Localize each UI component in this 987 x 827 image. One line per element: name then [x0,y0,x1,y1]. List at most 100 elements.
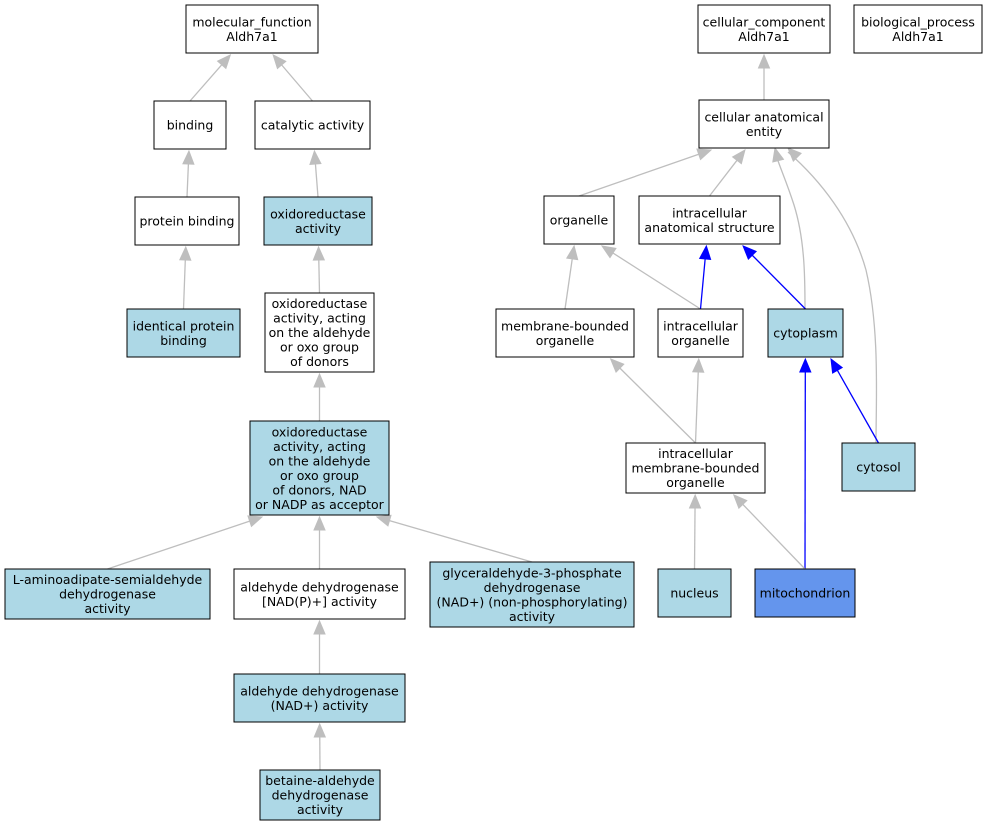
edge-gapdh-to-oxidoreductase-aldehyde-nad [375,514,533,563]
node-identical-protein-binding-box[interactable] [126,308,241,358]
node-oxidoreductase-aldehyde-nad-label-line: or oxo group [280,468,359,483]
node-nucleus-label-line: nucleus [670,586,718,601]
node-betaine-aldehyde-label-line: activity [297,802,344,817]
node-aldehyde-dh-nad-box[interactable] [233,673,406,723]
node-gapdh[interactable]: glyceraldehyde-3-phosphatedehydrogenase(… [429,561,635,628]
edge-cytoplasm-to-intracellular-anatomical-structure-line [751,254,806,310]
node-oxidoreductase-activity-box[interactable] [263,196,373,246]
edge-cytoplasm-to-intracellular-anatomical-structure-arrowhead [742,245,758,260]
node-aldehyde-dh-nadp-label-line: aldehyde dehydrogenase [240,579,399,594]
edge-intracellular-mb-organelle-to-intracellular-organelle [691,357,705,444]
node-protein-binding[interactable]: protein binding [134,196,240,246]
node-protein-binding-box[interactable] [134,196,240,246]
node-betaine-aldehyde-label-line: betaine-aldehyde [265,773,375,788]
node-intracellular-anatomical-structure-box[interactable] [638,195,781,245]
node-aldehyde-dh-nadp-box[interactable] [233,568,406,620]
node-cytoplasm[interactable]: cytoplasm [767,308,844,358]
node-oxidoreductase-aldehyde-nad-label-line: or NADP as acceptor [255,497,385,512]
edge-binding-to-molecular-function-line [189,64,223,102]
node-molecular-function-label-line: Aldh7a1 [226,29,277,44]
node-intracellular-mb-organelle-box[interactable] [625,442,766,494]
node-membrane-bounded-organelle-label-line: organelle [536,333,595,348]
edge-intracellular-mb-organelle-to-intracellular-organelle-line [694,371,699,444]
node-cytosol-box[interactable] [841,442,916,492]
node-nucleus-box[interactable] [657,568,732,618]
node-binding-box[interactable] [153,100,227,150]
edge-oxidoreductase-aldehyde-to-oxidoreductase-activity-arrowhead [312,245,326,261]
edge-aldehyde-dh-nad-to-aldehyde-dh-nadp [313,619,326,674]
node-oxidoreductase-aldehyde-box[interactable] [264,292,375,373]
edge-l-aminoadipate-to-oxidoreductase-aldehyde-nad [107,515,264,570]
edge-cellular-anatomical-entity-to-cellular-component [757,53,771,100]
node-intracellular-organelle-box[interactable] [657,308,744,358]
node-gapdh-label-line: activity [509,609,556,624]
node-mitochondrion[interactable]: mitochondrion [754,568,856,618]
node-gapdh-box[interactable] [429,561,635,628]
node-nucleus[interactable]: nucleus [657,568,732,618]
node-binding-label-line: binding [167,118,214,133]
node-betaine-aldehyde-label-line: dehydrogenase [272,788,369,803]
edge-protein-binding-to-binding-arrowhead [182,149,195,165]
node-intracellular-mb-organelle-label-line: organelle [666,475,725,490]
edge-mitochondrion-to-intracellular-mb-organelle-arrowhead [732,494,748,510]
node-cytosol[interactable]: cytosol [841,442,916,492]
node-oxidoreductase-aldehyde-label-line: oxidoreductase [272,296,368,311]
edge-oxidoreductase-aldehyde-to-oxidoreductase-activity [312,245,326,294]
node-betaine-aldehyde-box[interactable] [259,769,381,821]
edge-cytoplasm-to-cellular-anatomical-entity-line [774,151,806,310]
edge-cytosol-to-cellular-anatomical-entity-line [787,151,878,444]
node-molecular-function-box[interactable] [185,4,319,54]
node-l-aminoadipate-box[interactable] [4,568,211,620]
node-aldehyde-dh-nad-label-line: (NAD+) activity [271,698,369,713]
edge-identical-protein-binding-to-protein-binding [179,245,192,310]
node-intracellular-organelle-label-line: intracellular [663,318,739,333]
edge-organelle-to-cellular-anatomical-entity-line [578,153,699,197]
node-organelle-label-line: organelle [550,213,609,228]
edge-l-aminoadipate-to-oxidoreductase-aldehyde-nad-line [107,520,250,570]
node-oxidoreductase-aldehyde-nad-label-line: activity, acting [273,439,366,454]
edge-intracellular-organelle-to-intracellular-anatomical-structure [698,244,712,310]
edge-cytosol-to-cellular-anatomical-entity-arrowhead [787,147,802,162]
node-intracellular-organelle-label-line: organelle [671,333,730,348]
edge-nucleus-to-intracellular-mb-organelle-line [693,507,696,570]
node-oxidoreductase-aldehyde-nad-box[interactable] [249,420,390,516]
node-organelle-box[interactable] [543,195,615,245]
node-biological-process-box[interactable] [853,4,983,54]
edge-intracellular-mb-organelle-to-intracellular-organelle-arrowhead [691,357,705,373]
node-l-aminoadipate-label-line: L-aminoadipate-semialdehyde [13,572,203,587]
node-cellular-component-box[interactable] [697,4,831,54]
edge-oxidoreductase-aldehyde-nad-to-oxidoreductase-aldehyde [313,372,326,421]
node-l-aminoadipate[interactable]: L-aminoadipate-semialdehydedehydrogenase… [4,568,211,620]
node-cytoplasm-box[interactable] [767,308,844,358]
edge-identical-protein-binding-to-protein-binding-line [182,259,186,310]
node-membrane-bounded-organelle-box[interactable] [495,308,635,358]
edge-cytosol-to-cytoplasm [830,357,880,444]
node-organelle[interactable]: organelle [543,195,615,245]
node-cellular-anatomical-entity-box[interactable] [698,99,830,149]
edge-membrane-bounded-organelle-to-organelle-line [564,258,573,310]
node-oxidoreductase-aldehyde-nad-label-line: on the aldehyde [269,453,371,468]
edge-catalytic-activity-to-molecular-function [272,54,313,102]
node-aldehyde-dh-nad[interactable]: aldehyde dehydrogenase(NAD+) activity [233,673,406,723]
node-catalytic-activity-box[interactable] [254,100,371,150]
node-binding[interactable]: binding [153,100,227,150]
node-aldehyde-dh-nadp[interactable]: aldehyde dehydrogenase[NAD(P)+] activity [233,568,406,620]
node-mitochondrion-box[interactable] [754,568,856,618]
edge-mitochondrion-to-intracellular-mb-organelle [732,494,806,570]
node-catalytic-activity[interactable]: catalytic activity [254,100,371,150]
edge-aldehyde-dh-nad-to-aldehyde-dh-nadp-arrowhead [313,619,326,635]
